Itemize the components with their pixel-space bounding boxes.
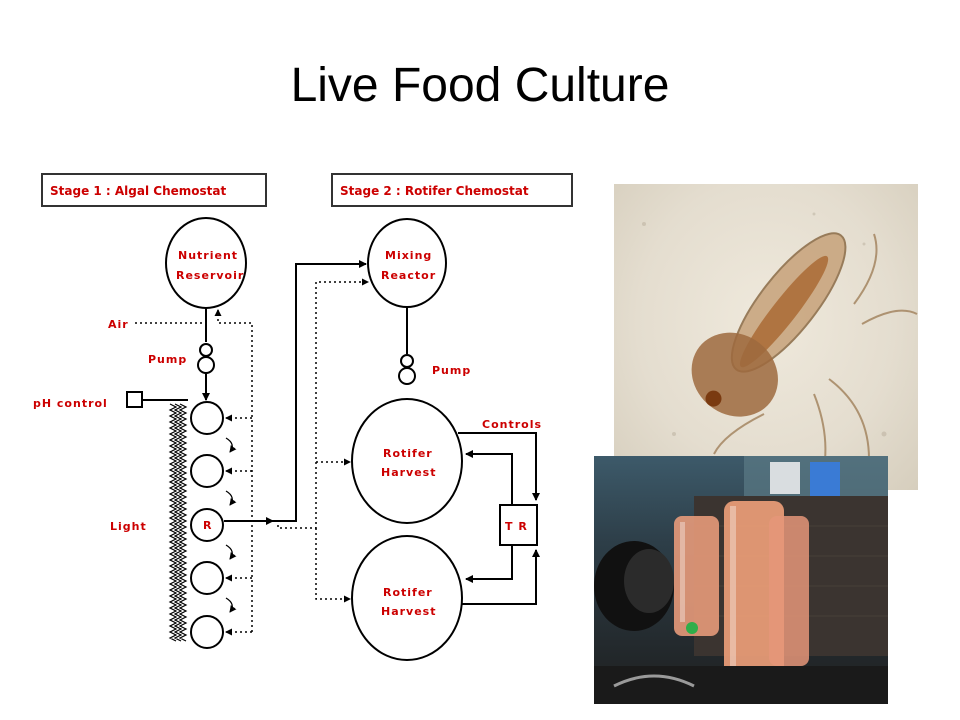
pump-left-bottom: [197, 356, 215, 374]
ph-control-box: [126, 391, 143, 408]
slide-title: Live Food Culture: [290, 59, 670, 112]
mixing-label-2: Reactor: [381, 269, 436, 282]
ph-control-label: pH control: [33, 397, 108, 410]
mixing-label-1: Mixing: [385, 249, 432, 262]
pump-left-top: [199, 343, 213, 357]
light-label: Light: [110, 520, 147, 533]
stage1-header: Stage 1 : Algal Chemostat: [50, 184, 226, 198]
air-label: Air: [108, 318, 129, 331]
rotifer-body: [691, 232, 847, 417]
pump-left-label: Pump: [148, 353, 187, 366]
stage2-header-box: [331, 173, 573, 207]
stage2-header: Stage 2 : Rotifer Chemostat: [340, 184, 529, 198]
transfer-arrow-1: [225, 437, 237, 453]
pump-right-label: Pump: [432, 364, 471, 377]
harvest1-label-1: Rotifer: [383, 447, 433, 460]
return-manifold: [214, 309, 253, 632]
nutrient-label-2: Reservoir: [176, 269, 244, 282]
tr-to-harvest-2: [465, 545, 513, 583]
light-coil-strand: [178, 403, 188, 642]
controls-label: Controls: [482, 418, 542, 431]
rotifer-microscope-photo: [614, 184, 918, 490]
algal-reactor-5: [190, 615, 224, 649]
r-to-mixing-line: [273, 260, 367, 522]
algal-reactor-3: [190, 508, 224, 542]
pump-right-bottom: [398, 367, 416, 385]
rotifer-culture-bottles-photo: [594, 456, 888, 704]
transfer-arrow-4: [225, 597, 237, 613]
transfer-arrow-2: [225, 490, 237, 506]
tr-box: [499, 504, 538, 546]
transfer-arrow-3: [225, 544, 237, 560]
algal-reactor-1: [190, 401, 224, 435]
controls-line: [458, 432, 540, 501]
reactor-r-label: R: [203, 519, 212, 532]
chemostat-diagram: Stage 1 : Algal Chemostat Stage 2 : Roti…: [33, 173, 573, 661]
tr-to-harvest-1: [465, 450, 513, 505]
algal-reactor-2: [190, 454, 224, 488]
dotted-to-harvest-2: [315, 528, 351, 603]
nutrient-reservoir: [165, 217, 247, 309]
light-coil: [168, 403, 188, 642]
algal-reactor-4: [190, 561, 224, 595]
rotifer-harvest-2: [351, 535, 463, 661]
nutrient-label-1: Nutrient: [178, 249, 238, 262]
harvest-2-to-tr: [462, 549, 540, 605]
light-coil-strand: [173, 403, 183, 642]
rotifer-harvest-1: [351, 398, 463, 524]
stage1-header-box: [41, 173, 267, 207]
pump-right-top: [400, 354, 414, 368]
harvest2-label-2: Harvest: [381, 605, 437, 618]
tr-label: T R: [505, 520, 528, 533]
light-coil-strand: [168, 403, 178, 642]
harvest2-label-1: Rotifer: [383, 586, 433, 599]
harvest1-label-2: Harvest: [381, 466, 437, 479]
dotted-to-mixing: [252, 278, 369, 529]
mixing-reactor: [367, 218, 447, 308]
